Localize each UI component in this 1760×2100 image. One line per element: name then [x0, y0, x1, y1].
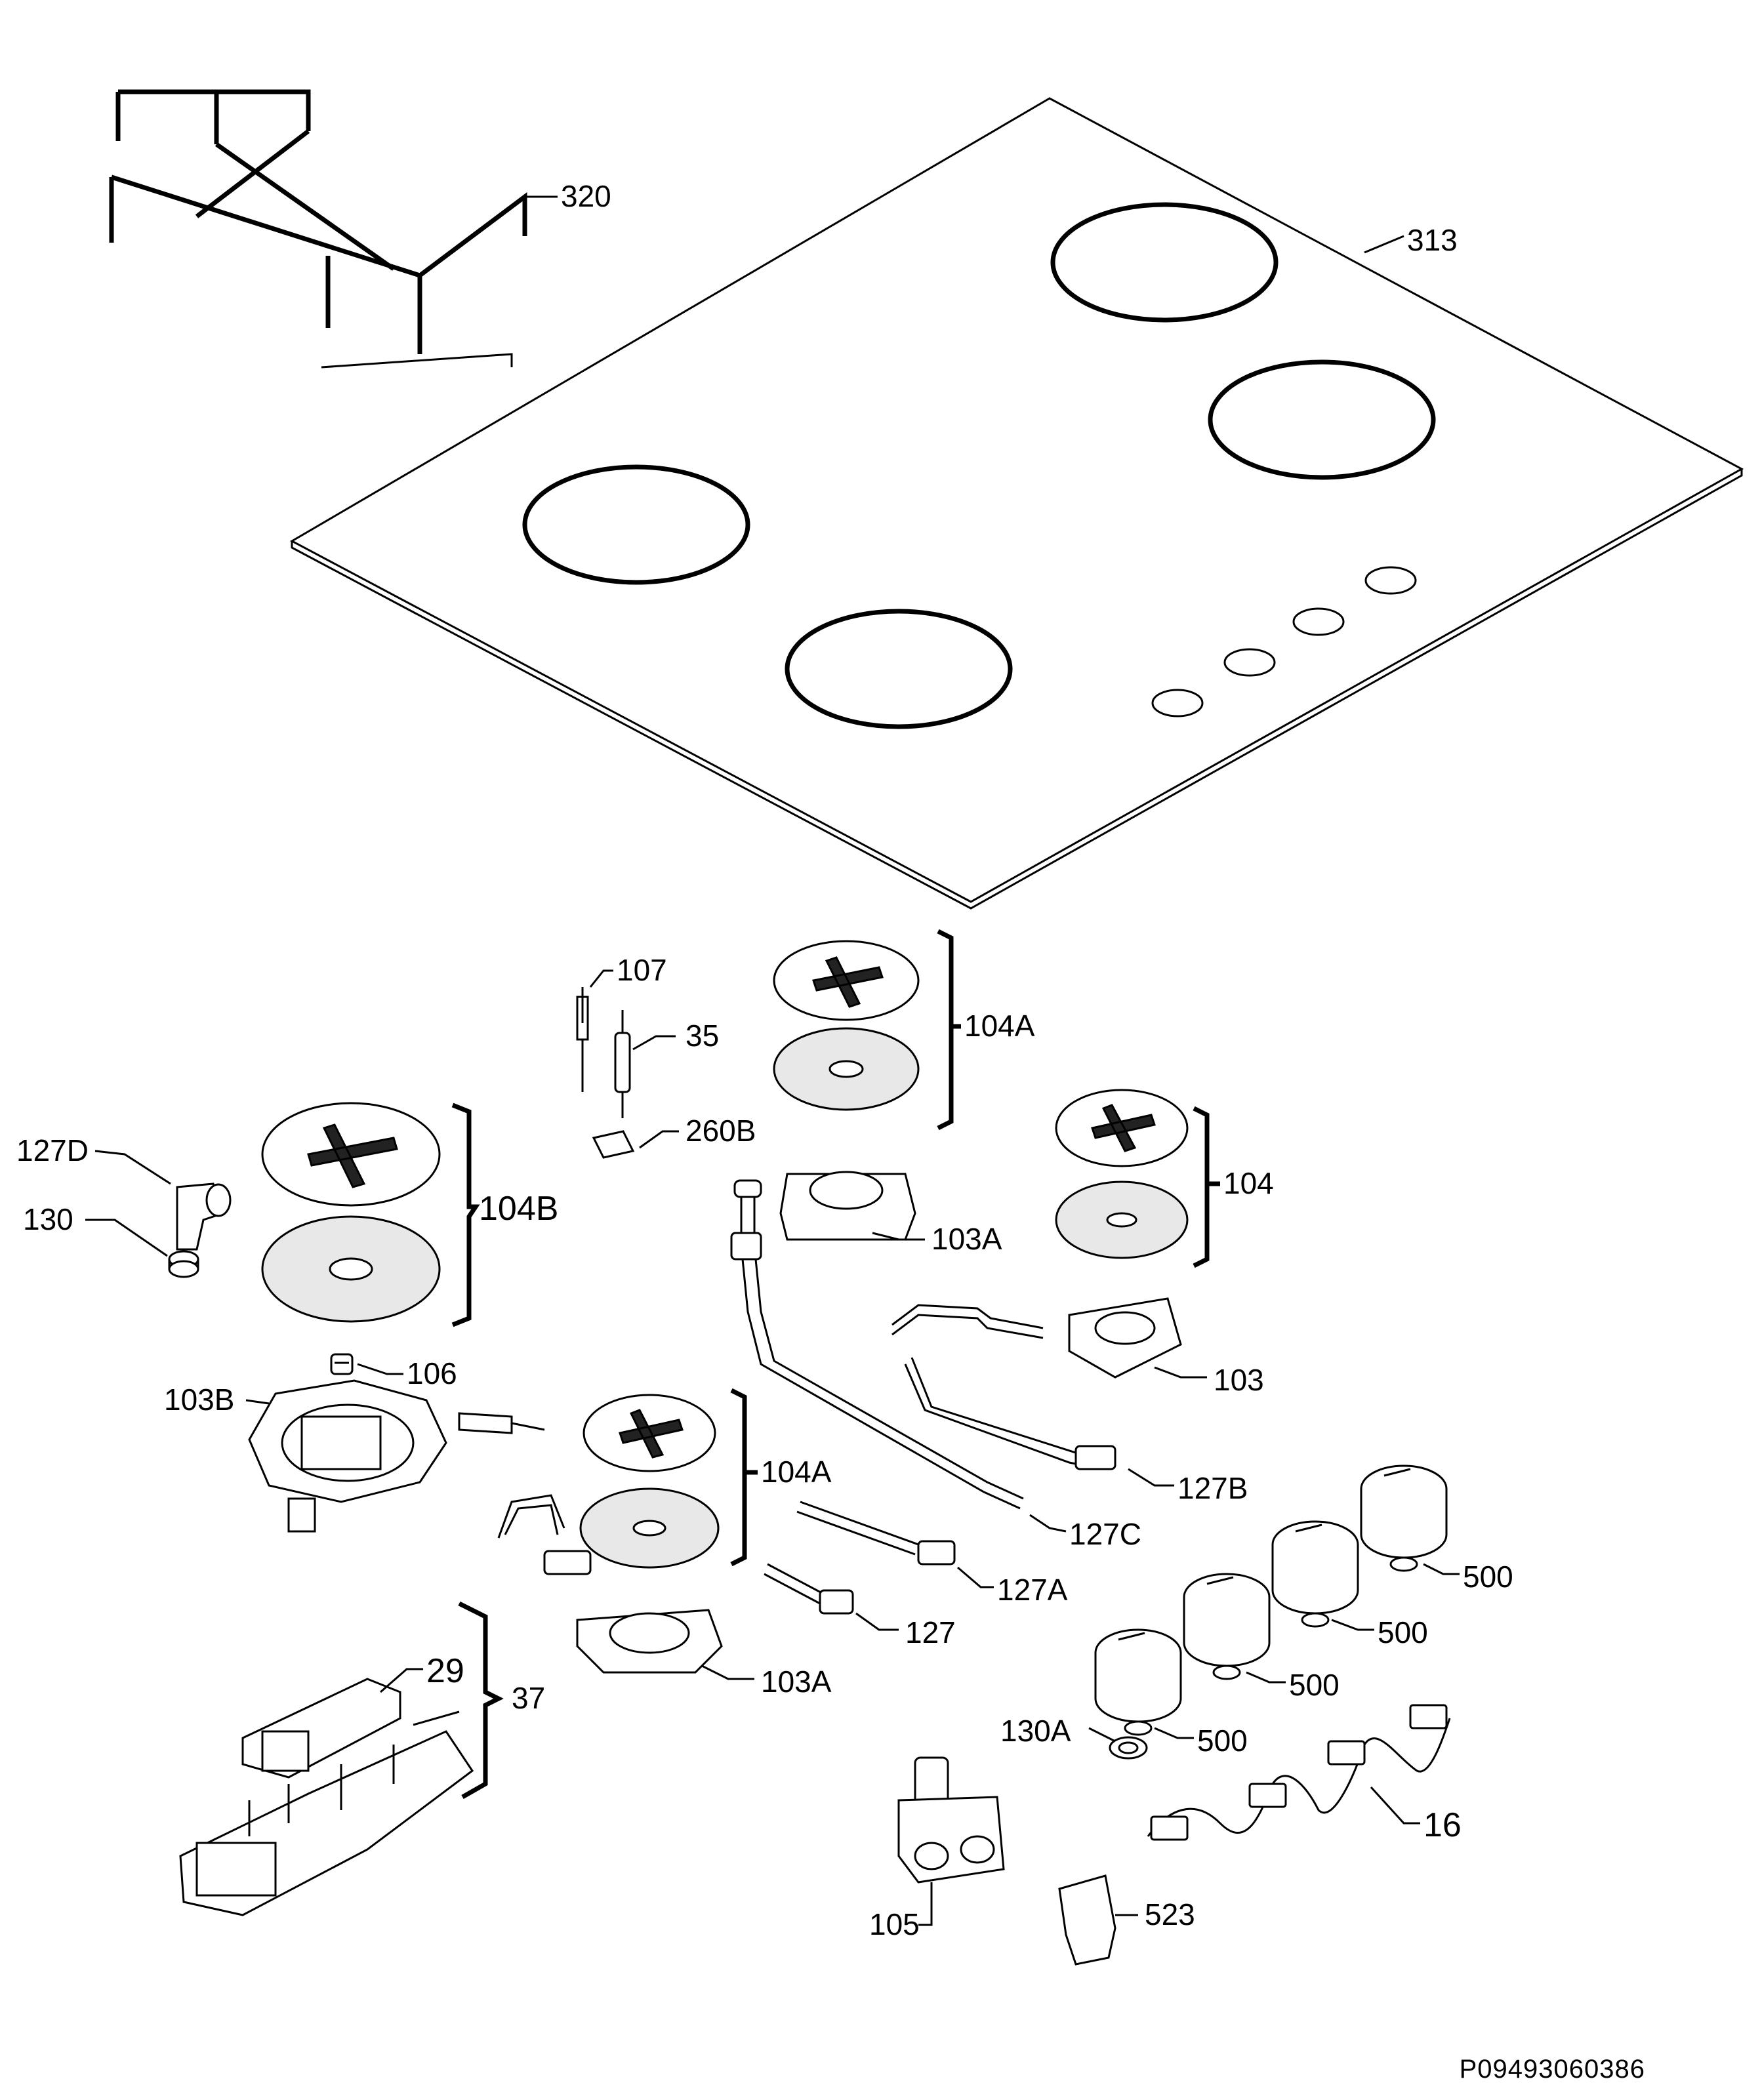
label-127: 127	[905, 1615, 956, 1649]
label-29: 29	[426, 1652, 464, 1690]
label-320: 320	[561, 179, 611, 213]
knob-500-c	[1183, 1573, 1271, 1680]
label-103B: 103B	[164, 1383, 234, 1417]
label-500-c: 500	[1289, 1668, 1340, 1702]
ignition-29	[241, 1678, 401, 1779]
hob-plate-313	[289, 97, 1744, 910]
label-104A-top: 104A	[964, 1009, 1035, 1043]
burner-104A-mid	[576, 1394, 723, 1674]
label-107: 107	[617, 953, 667, 987]
burner-104A-top	[773, 940, 920, 1241]
burner-104B	[261, 1102, 441, 1323]
label-103A-top: 103A	[931, 1222, 1002, 1256]
label-500-a: 500	[1463, 1560, 1513, 1594]
label-500-b: 500	[1378, 1615, 1428, 1649]
reference-code: P09493060386	[1459, 2055, 1645, 2084]
label-260B: 260B	[686, 1114, 756, 1148]
label-104A-mid: 104A	[761, 1455, 832, 1489]
label-16: 16	[1423, 1806, 1462, 1844]
label-127D: 127D	[16, 1133, 89, 1167]
label-313: 313	[1407, 223, 1458, 257]
label-127A: 127A	[997, 1573, 1068, 1607]
label-127C: 127C	[1069, 1517, 1141, 1551]
burner-base-103B	[248, 1379, 447, 1533]
knob-500-a	[1360, 1464, 1448, 1572]
label-103: 103	[1214, 1363, 1264, 1397]
knob-500-b	[1271, 1520, 1359, 1628]
ignition-unit-37	[179, 1730, 474, 1916]
label-104B: 104B	[479, 1190, 558, 1228]
washer-130	[168, 1250, 199, 1278]
label-105: 105	[869, 1907, 920, 1941]
washer-130A	[1109, 1736, 1148, 1760]
clip-523	[1058, 1874, 1116, 1966]
elbow-127D	[176, 1182, 232, 1251]
label-35: 35	[686, 1019, 719, 1053]
pan-support-320	[109, 89, 527, 369]
label-130A: 130A	[1000, 1714, 1071, 1748]
label-127B: 127B	[1177, 1471, 1248, 1505]
thermocouple-107	[576, 987, 589, 1092]
label-523: 523	[1145, 1897, 1195, 1931]
electrode-35	[614, 1010, 631, 1118]
label-106: 106	[407, 1356, 457, 1390]
label-130: 130	[23, 1202, 73, 1236]
gas-tap-105	[897, 1756, 1005, 1884]
label-37: 37	[512, 1681, 545, 1715]
gas-pipes	[497, 1179, 1116, 1615]
label-104: 104	[1223, 1166, 1274, 1200]
switch-harness-16	[1147, 1704, 1451, 1841]
injector-106	[330, 1353, 354, 1375]
clip-260B	[592, 1130, 635, 1159]
label-103A-bottom: 103A	[761, 1665, 832, 1699]
knob-500-d	[1094, 1628, 1182, 1736]
label-500-d: 500	[1197, 1724, 1248, 1758]
burner-104	[1055, 1089, 1189, 1379]
